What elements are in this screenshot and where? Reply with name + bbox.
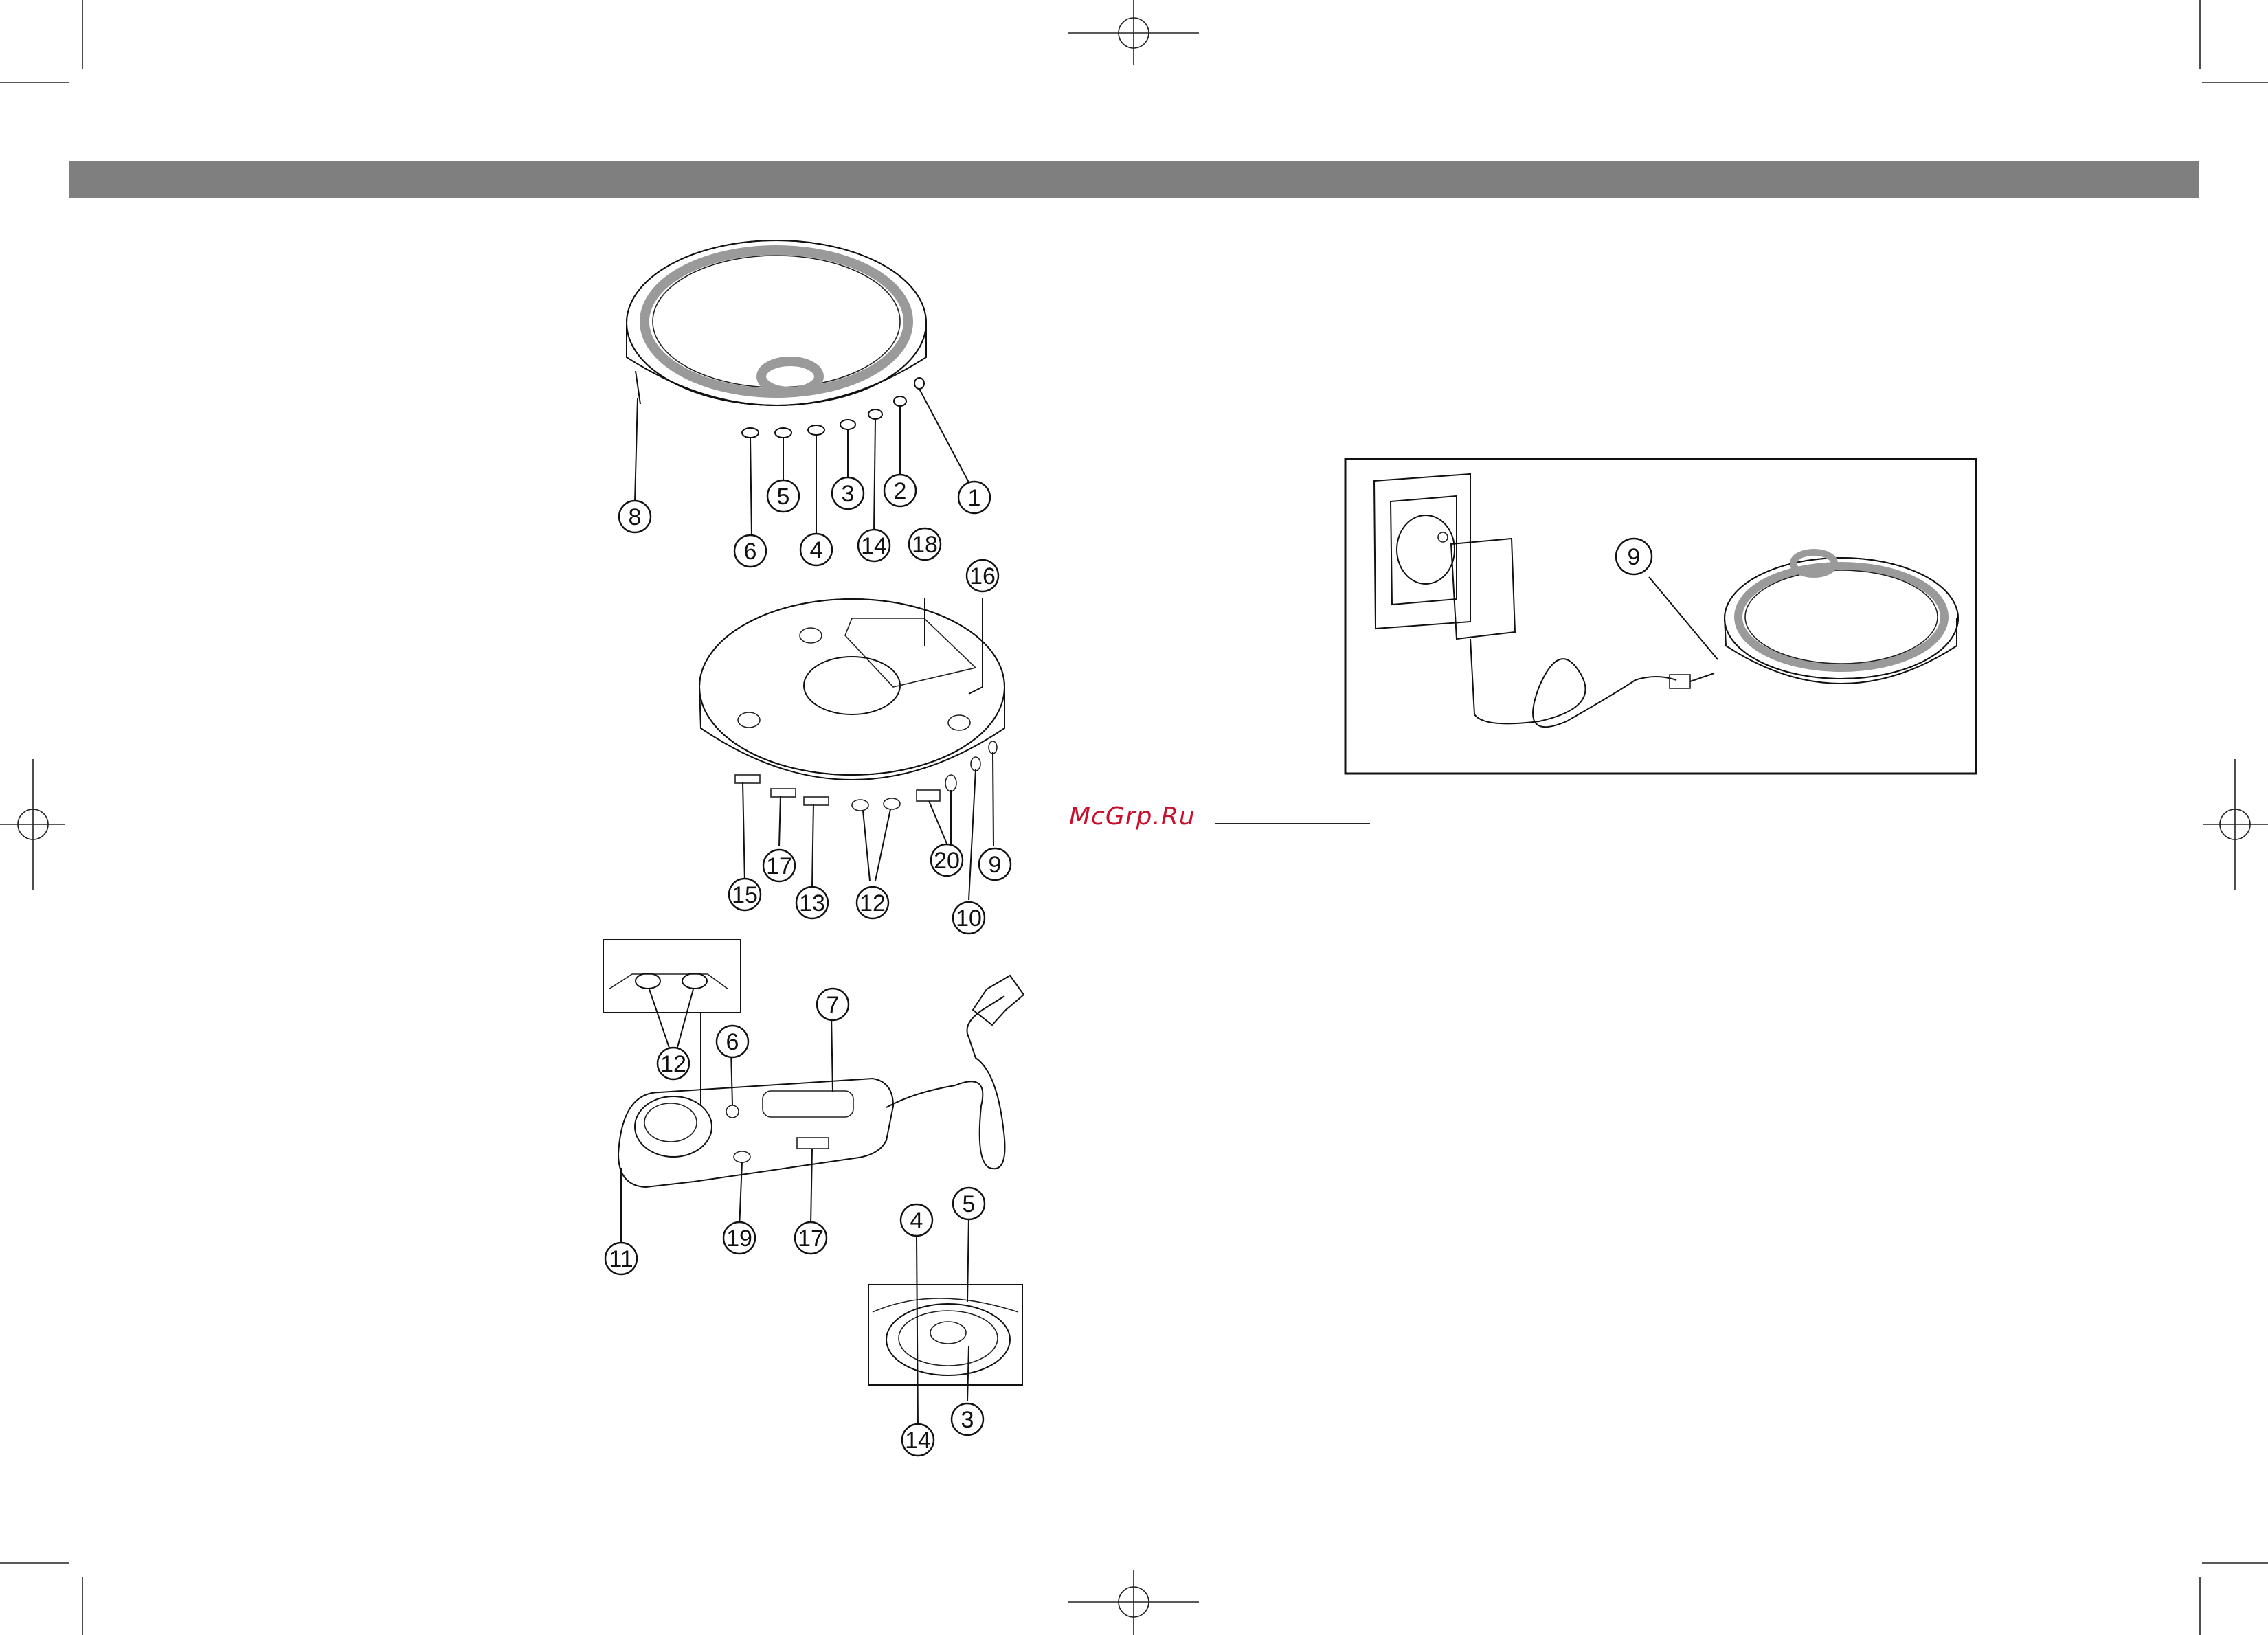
callout-number: 4 xyxy=(910,1208,923,1234)
callout-top-view-4: 4 xyxy=(800,534,832,565)
callout-bottom-view-15: 15 xyxy=(729,879,761,910)
callout-number: 12 xyxy=(860,890,886,916)
callout-remote-detail-14: 14 xyxy=(902,1424,934,1456)
watermark-underline xyxy=(1215,823,1370,824)
callout-top-view-3: 3 xyxy=(832,477,864,509)
callout-number: 12 xyxy=(660,1051,686,1077)
callout-bottom-view-18: 18 xyxy=(909,528,941,560)
callout-power-connection-9: 9 xyxy=(1616,539,1652,574)
callout-remote-control-11: 11 xyxy=(605,1243,637,1274)
callout-remote-detail-4: 4 xyxy=(901,1204,932,1236)
callout-bottom-view-12: 12 xyxy=(857,887,888,918)
remote-detail-inset xyxy=(868,1217,1022,1429)
callout-number: 5 xyxy=(777,484,790,510)
callout-number: 14 xyxy=(905,1428,931,1454)
callout-number: 15 xyxy=(732,882,758,908)
callout-number: 5 xyxy=(963,1191,976,1217)
callout-number: 13 xyxy=(799,890,825,916)
callout-number: 10 xyxy=(956,905,982,932)
callout-number: 2 xyxy=(894,478,907,504)
callout-number: 17 xyxy=(798,1226,824,1252)
callout-remote-detail-3: 3 xyxy=(952,1403,983,1435)
callout-top-view-14: 14 xyxy=(858,530,890,561)
callout-number: 20 xyxy=(934,848,960,874)
callout-number: 4 xyxy=(810,537,823,563)
callout-top-view-6: 6 xyxy=(734,535,766,567)
callout-top-view-5: 5 xyxy=(767,480,799,512)
callout-number: 16 xyxy=(969,563,996,589)
callout-number: 9 xyxy=(1628,544,1641,570)
callout-number: 8 xyxy=(629,504,642,530)
callout-number: 18 xyxy=(912,532,938,558)
callout-top-view-1: 1 xyxy=(958,482,990,513)
callout-remote-control-12: 12 xyxy=(658,1048,689,1079)
power-connection-diagram xyxy=(1345,459,1976,774)
callout-number: 7 xyxy=(827,992,840,1018)
callout-number: 6 xyxy=(744,539,757,565)
callout-bottom-view-17: 17 xyxy=(763,850,795,881)
callout-top-view-2: 2 xyxy=(884,475,916,506)
callout-remote-control-7: 7 xyxy=(817,989,849,1020)
callout-bottom-view-9: 9 xyxy=(979,848,1011,880)
callout-remote-control-17: 17 xyxy=(795,1222,827,1254)
callout-number: 11 xyxy=(609,1246,633,1272)
callout-remote-detail-5: 5 xyxy=(953,1188,985,1219)
callout-bottom-view-13: 13 xyxy=(796,887,828,918)
callout-remote-control-6: 6 xyxy=(717,1026,748,1057)
callout-number: 3 xyxy=(842,481,855,507)
callout-number: 17 xyxy=(766,853,792,879)
callout-remote-control-19: 19 xyxy=(723,1222,755,1254)
callout-top-view-8: 8 xyxy=(619,501,651,532)
callout-bottom-view-10: 10 xyxy=(953,902,985,934)
callout-number: 6 xyxy=(726,1029,739,1055)
callout-bottom-view-16: 16 xyxy=(967,560,998,591)
callout-number: 19 xyxy=(726,1226,752,1252)
callout-number: 9 xyxy=(989,852,1002,878)
watermark: McGrp.Ru xyxy=(1069,802,1195,831)
callout-bottom-view-20: 20 xyxy=(931,844,963,876)
callout-number: 1 xyxy=(968,485,981,511)
callout-number: 14 xyxy=(861,533,887,559)
callout-number: 3 xyxy=(961,1407,974,1433)
